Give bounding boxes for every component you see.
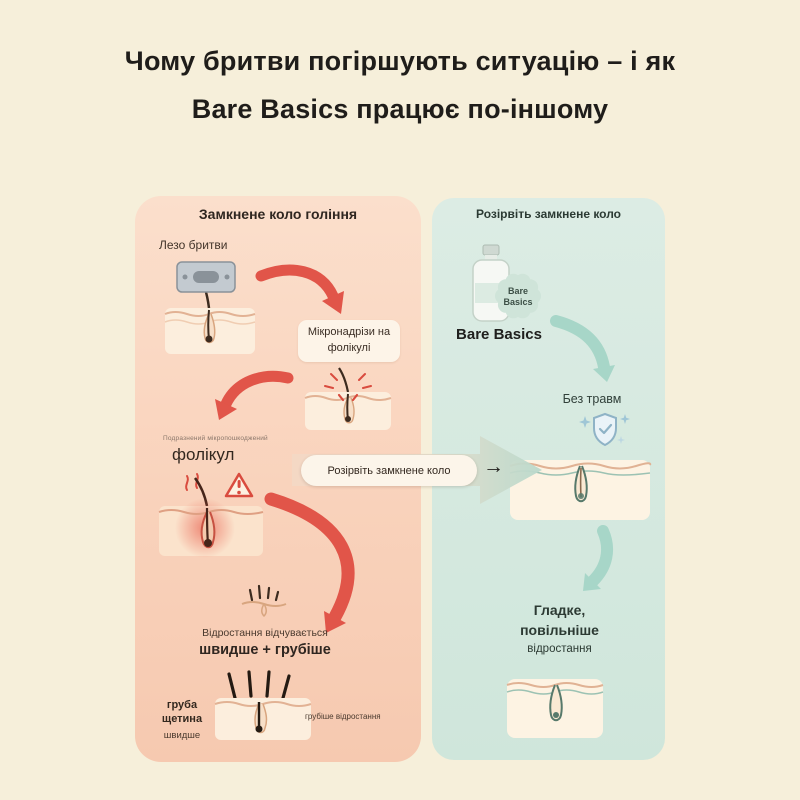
red-arrow-2-icon	[215, 370, 294, 420]
badge-text-line2: Basics	[503, 297, 532, 307]
break-cycle-pill: Розірвіть замкнене коло	[301, 455, 477, 486]
page-title-line1: Чому бритви погіршують ситуацію – і як	[124, 46, 676, 76]
regrowth-feels-label: Відростання відчувається	[202, 627, 328, 639]
coarse-regrowth-illustration	[214, 670, 312, 740]
right-panel-title: Розірвіть замкнене коло	[475, 207, 622, 221]
coarser-regrowth-caption: грубіше відростання	[305, 712, 381, 721]
faster-caption: швидше	[163, 730, 201, 741]
stubble-illustration	[241, 584, 287, 618]
irritated-follicle-small-label: Подразнений мікропошкоджений	[163, 435, 268, 442]
smooth-regrowth-label: Гладке, повільніше відростання	[492, 600, 627, 658]
razor-on-skin-illustration	[164, 261, 256, 354]
follicle-label: фолікул	[172, 445, 235, 464]
left-panel-title: Замкнене коло гоління	[198, 206, 358, 222]
razor-blade-label: Лезо бритви	[159, 238, 228, 252]
smooth-regrowth-line2: повільніше	[520, 622, 599, 639]
microcuts-follicle-illustration	[304, 367, 392, 430]
coarse-stubble-caption-line2: щетина	[161, 712, 203, 725]
calm-skin-illustration	[509, 460, 652, 520]
red-arrow-1-icon	[255, 264, 344, 314]
teal-arrow-2-icon	[583, 525, 614, 591]
microcuts-label-line2: фолікулі	[327, 342, 371, 354]
page-title-line2: Bare Basics працює по-іншому	[191, 94, 609, 124]
coarse-stubble-caption: груба щетина	[153, 699, 211, 727]
product-name-label: Bare Basics	[456, 326, 542, 343]
red-arrow-3-icon	[264, 492, 355, 633]
coarse-stubble-caption-line1: груба	[166, 699, 198, 711]
badge-text-line1: Bare	[508, 286, 528, 296]
shield-protection-icon	[579, 412, 630, 447]
microcuts-label: Мікронадрізи на фолікулі	[298, 320, 400, 362]
right-arrow-icon: →	[483, 455, 504, 478]
break-cycle-panel: Розірвіть замкнене коло Bare Basics Bare…	[432, 198, 665, 760]
bare-basics-badge: Bare Basics	[495, 273, 541, 319]
smooth-skin-illustration	[506, 679, 604, 738]
teal-arrow-1-icon	[550, 315, 615, 382]
microcuts-label-line1: Мікронадрізи на	[307, 326, 391, 339]
inflamed-follicle-illustration	[158, 472, 264, 558]
break-cycle-pill-label: Розірвіть замкнене коло	[327, 464, 451, 477]
smooth-regrowth-line3: відростання	[527, 642, 592, 655]
smooth-regrowth-line1: Гладке,	[533, 602, 586, 618]
faster-coarser-label: швидше + грубіше	[199, 642, 331, 658]
no-trauma-label: Без травм	[562, 392, 622, 406]
